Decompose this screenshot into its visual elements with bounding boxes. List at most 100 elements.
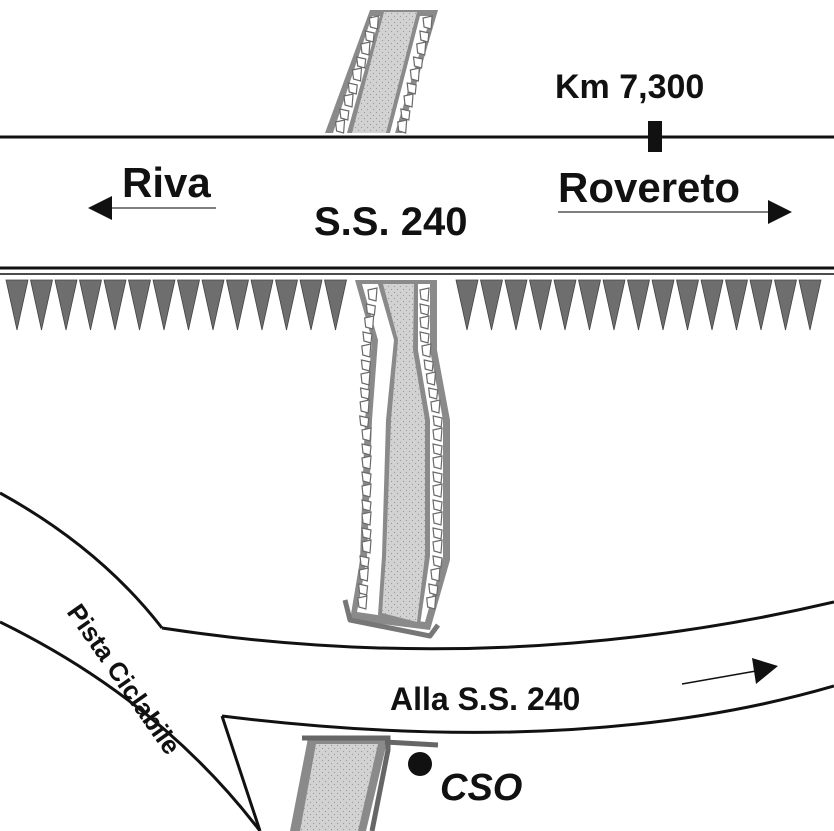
embankment-tooth bbox=[103, 279, 127, 331]
rock-south-right bbox=[421, 343, 432, 358]
rock-south-right bbox=[425, 371, 437, 386]
embankment-tooth bbox=[774, 279, 797, 331]
rock-south-left bbox=[361, 483, 372, 498]
channel-outlet bbox=[342, 599, 441, 639]
rock-south-right bbox=[430, 399, 441, 414]
embankment-tooth bbox=[553, 279, 577, 331]
embankment-tooth bbox=[177, 279, 200, 331]
arrow-left-icon bbox=[88, 196, 216, 220]
rock-south-left bbox=[357, 583, 369, 596]
rock-south-left bbox=[361, 471, 372, 484]
rock-south-right bbox=[432, 427, 443, 442]
embankment-tooth bbox=[30, 279, 53, 331]
side-road-north-edge bbox=[161, 600, 834, 651]
embankment-tooth bbox=[455, 279, 479, 331]
embankment-tooth bbox=[250, 279, 274, 331]
arrow-right-icon bbox=[558, 200, 792, 224]
rock-north-right bbox=[419, 30, 430, 43]
cso-label: CSO bbox=[440, 767, 522, 809]
cso-point-icon bbox=[408, 752, 432, 776]
channel-north-rocks bbox=[334, 15, 433, 134]
rock-south-right bbox=[432, 455, 443, 470]
rock-south-right bbox=[419, 287, 430, 302]
embankment-tooth bbox=[578, 279, 601, 331]
embankment-hatching bbox=[5, 279, 822, 331]
main-road bbox=[0, 135, 834, 275]
rock-south-left bbox=[361, 455, 372, 470]
channel-south-rocks bbox=[357, 287, 443, 610]
rock-north-left bbox=[364, 30, 375, 43]
rock-south-right bbox=[428, 583, 439, 596]
channel-south bbox=[342, 280, 450, 639]
embankment-tooth bbox=[627, 279, 650, 331]
bike-path bbox=[0, 491, 262, 831]
rock-south-left bbox=[358, 567, 369, 582]
culvert bbox=[290, 735, 439, 831]
rock-north-left bbox=[334, 119, 346, 134]
rock-south-right bbox=[432, 555, 443, 568]
rock-south-left bbox=[365, 303, 376, 316]
embankment-tooth bbox=[152, 279, 176, 331]
embankment-tooth bbox=[299, 279, 323, 331]
road-name-label: S.S. 240 bbox=[314, 200, 467, 244]
rock-south-right bbox=[432, 499, 443, 512]
rock-north-right bbox=[397, 119, 408, 134]
rock-south-right bbox=[426, 595, 437, 610]
km-marker-post bbox=[648, 121, 662, 152]
rock-south-right bbox=[432, 443, 443, 456]
bike-path-label: Pista Ciclabile bbox=[61, 598, 187, 760]
embankment-tooth bbox=[128, 279, 151, 331]
rock-north-right bbox=[403, 93, 414, 108]
rock-south-right bbox=[430, 567, 441, 582]
rock-south-left bbox=[361, 527, 372, 540]
embankment-tooth bbox=[5, 279, 29, 331]
embankment-tooth bbox=[79, 279, 102, 331]
rock-north-left bbox=[360, 41, 371, 56]
rock-south-right bbox=[419, 315, 430, 330]
rock-north-right bbox=[400, 108, 411, 121]
rock-north-right bbox=[416, 41, 427, 56]
bike-path-south-edge bbox=[0, 620, 262, 831]
rock-south-left bbox=[361, 499, 372, 512]
rock-south-left bbox=[367, 287, 378, 302]
rock-north-left bbox=[368, 15, 380, 30]
rock-south-left bbox=[357, 595, 368, 610]
rock-north-right bbox=[412, 56, 424, 69]
rock-north-right bbox=[406, 82, 417, 95]
rock-south-left bbox=[359, 399, 370, 414]
embankment-tooth bbox=[798, 279, 822, 331]
embankment-tooth bbox=[226, 279, 249, 331]
bike-path-north-edge bbox=[0, 491, 164, 629]
embankment-tooth bbox=[529, 279, 552, 331]
embankment-tooth bbox=[275, 279, 298, 331]
rock-south-left bbox=[359, 387, 371, 400]
embankment-tooth bbox=[480, 279, 503, 331]
rock-south-left bbox=[360, 371, 371, 386]
embankment-tooth bbox=[504, 279, 528, 331]
rock-south-right bbox=[427, 387, 439, 400]
embankment-tooth bbox=[749, 279, 773, 331]
channel-north bbox=[325, 10, 438, 134]
side-road bbox=[161, 600, 834, 831]
rock-south-left bbox=[359, 555, 370, 568]
rock-south-right bbox=[432, 471, 443, 484]
rock-south-left bbox=[359, 415, 370, 428]
embankment-tooth bbox=[324, 279, 347, 331]
rock-south-left bbox=[362, 331, 373, 344]
rock-north-left bbox=[347, 82, 358, 95]
embankment-tooth bbox=[725, 279, 748, 331]
rock-north-right bbox=[422, 15, 433, 30]
rock-north-left bbox=[351, 67, 363, 82]
embankment-tooth bbox=[201, 279, 225, 331]
rock-south-left bbox=[361, 539, 372, 554]
direction-left-label: Riva bbox=[122, 159, 211, 206]
rock-north-left bbox=[339, 108, 350, 121]
rock-north-left bbox=[356, 56, 367, 69]
embankment-tooth bbox=[676, 279, 699, 331]
rock-south-right bbox=[432, 539, 443, 554]
rock-south-left bbox=[363, 315, 375, 330]
side-road-label: Alla S.S. 240 bbox=[390, 681, 580, 717]
rock-south-left bbox=[361, 443, 372, 456]
arrow-side-road-icon bbox=[681, 658, 778, 685]
